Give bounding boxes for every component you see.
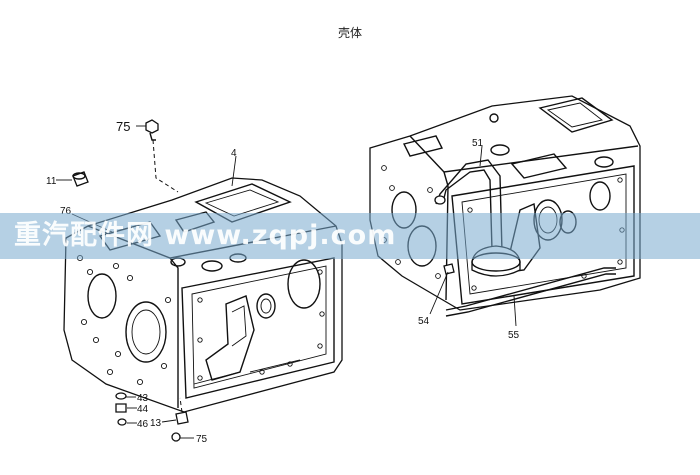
watermark-band — [0, 213, 700, 259]
callout-46: 46 — [137, 419, 149, 430]
callout-13: 13 — [150, 418, 162, 429]
callout-4: 4 — [231, 148, 237, 159]
right-housing — [369, 95, 641, 311]
callout-51: 51 — [472, 138, 484, 149]
callout-75-bottom: 75 — [196, 434, 208, 445]
callout-11: 11 — [46, 176, 57, 187]
callout-76: 76 — [60, 206, 72, 217]
callout-54: 54 — [418, 316, 430, 327]
callout-44: 44 — [137, 404, 149, 415]
callout-labels: 75 11 76 4 43 44 46 13 75 51 54 55 — [46, 119, 520, 445]
callout-55: 55 — [508, 330, 520, 341]
watermark-text: 重汽配件网 www.zqpj.com — [14, 220, 397, 251]
diagram-title: 壳体 — [337, 26, 362, 40]
callout-75-top: 75 — [116, 119, 130, 134]
callout-43: 43 — [137, 393, 149, 404]
